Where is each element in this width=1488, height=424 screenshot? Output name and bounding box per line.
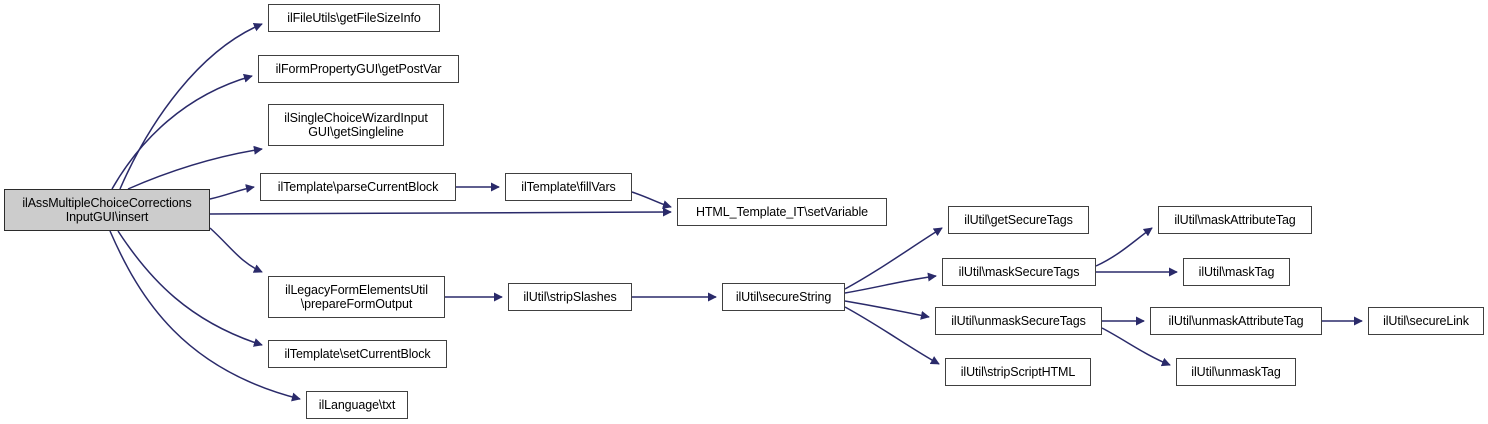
edge-maskSecureTags-to-maskAttributeTag bbox=[1095, 227, 1153, 267]
edge-secureString-to-unmaskSecureTags bbox=[844, 300, 930, 320]
node-maskSecureTags[interactable]: ilUtil\maskSecureTags bbox=[942, 258, 1096, 286]
node-parseCurrentBlock[interactable]: ilTemplate\parseCurrentBlock bbox=[260, 173, 456, 201]
node-fillVars[interactable]: ilTemplate\fillVars bbox=[505, 173, 632, 201]
node-getPostVar[interactable]: ilFormPropertyGUI\getPostVar bbox=[258, 55, 459, 83]
edge-root-to-parseCurrentBlock bbox=[209, 184, 255, 200]
edge-root-to-getPostVar bbox=[111, 73, 253, 190]
node-root: ilAssMultipleChoiceCorrections InputGUI\… bbox=[4, 189, 210, 231]
node-maskTag[interactable]: ilUtil\maskTag bbox=[1183, 258, 1290, 286]
edge-root-to-setCurrentBlock bbox=[117, 230, 263, 347]
edge-root-to-getFileSizeInfo bbox=[119, 22, 263, 190]
node-getSingleline[interactable]: ilSingleChoiceWizardInput GUI\getSinglel… bbox=[268, 104, 444, 146]
node-langTxt[interactable]: ilLanguage\txt bbox=[306, 391, 408, 419]
edge-root-to-getSingleline bbox=[127, 145, 263, 190]
edge-root-to-setVariable bbox=[209, 207, 672, 217]
node-prepareFormOutput[interactable]: ilLegacyFormElementsUtil \prepareFormOut… bbox=[268, 276, 445, 318]
node-maskAttributeTag[interactable]: ilUtil\maskAttributeTag bbox=[1158, 206, 1312, 234]
node-getFileSizeInfo[interactable]: ilFileUtils\getFileSizeInfo bbox=[268, 4, 440, 32]
node-secureString[interactable]: ilUtil\secureString bbox=[722, 283, 845, 311]
node-stripSlashes[interactable]: ilUtil\stripSlashes bbox=[508, 283, 632, 311]
node-unmaskAttributeTag[interactable]: ilUtil\unmaskAttributeTag bbox=[1150, 307, 1322, 335]
edge-secureString-to-stripScriptHTML bbox=[844, 306, 940, 365]
node-setVariable[interactable]: HTML_Template_IT\setVariable bbox=[677, 198, 887, 226]
node-unmaskSecureTags[interactable]: ilUtil\unmaskSecureTags bbox=[935, 307, 1102, 335]
edge-secureString-to-getSecureTags bbox=[844, 227, 943, 290]
edge-root-to-prepareFormOutput bbox=[209, 227, 263, 273]
node-setCurrentBlock[interactable]: ilTemplate\setCurrentBlock bbox=[268, 340, 447, 368]
node-getSecureTags[interactable]: ilUtil\getSecureTags bbox=[948, 206, 1089, 234]
node-stripScriptHTML[interactable]: ilUtil\stripScriptHTML bbox=[945, 358, 1091, 386]
edge-fillVars-to-setVariable bbox=[631, 191, 672, 209]
node-secureLink[interactable]: ilUtil\secureLink bbox=[1368, 307, 1484, 335]
node-unmaskTag[interactable]: ilUtil\unmaskTag bbox=[1176, 358, 1296, 386]
edge-secureString-to-maskSecureTags bbox=[844, 272, 937, 294]
